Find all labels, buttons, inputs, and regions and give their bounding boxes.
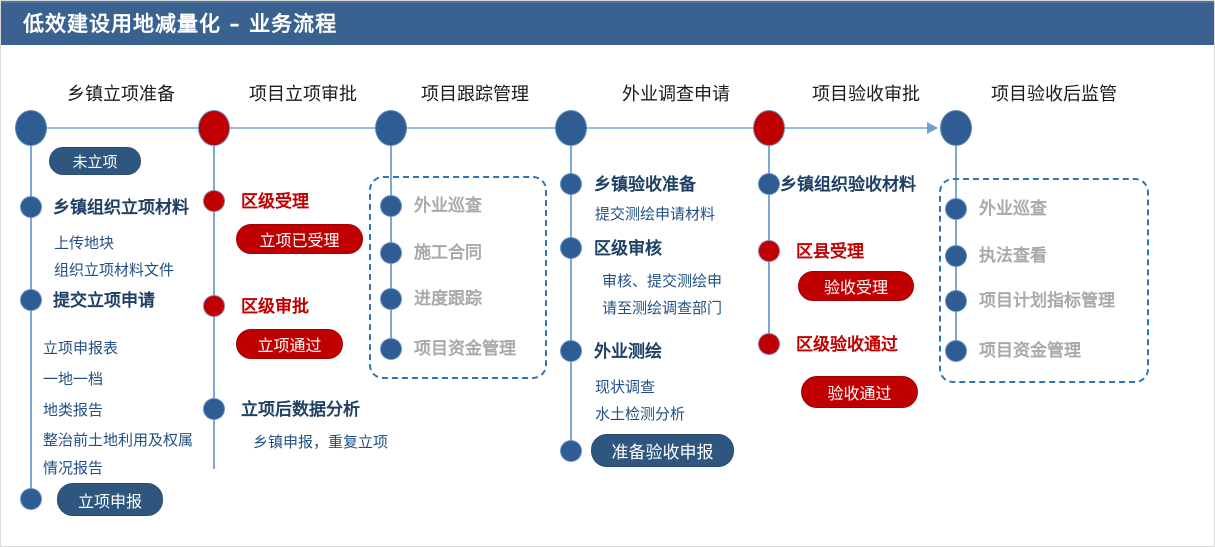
- stage4-milestone-dot: [555, 110, 587, 146]
- status-badge-not-initiated: 未立项: [49, 147, 141, 175]
- node-dot: [560, 340, 582, 362]
- page-title: 低效建设用地减量化 – 业务流程: [23, 12, 338, 36]
- badge-acceptance-received: 验收受理: [798, 271, 914, 301]
- stage-label-1: 乡镇立项准备: [67, 84, 175, 105]
- sub-item: 审核、提交测绘申: [602, 272, 723, 290]
- timeline-arrow-icon: [927, 122, 938, 134]
- sub-item: 地类报告: [43, 401, 104, 419]
- stage-label-2: 项目立项审批: [249, 84, 357, 105]
- node-title-district-review: 区级审核: [594, 239, 662, 259]
- stage-label-6: 项目验收后监管: [991, 84, 1117, 105]
- stage-label-5: 项目验收审批: [812, 84, 920, 105]
- node-dot: [380, 242, 402, 264]
- sub-item: 整治前土地利用及权属: [43, 431, 194, 449]
- node-dot: [380, 288, 402, 310]
- stage-label-3: 项目跟踪管理: [421, 84, 529, 105]
- header-bar: 低效建设用地减量化 – 业务流程: [1, 1, 1214, 45]
- node-dot: [945, 290, 967, 312]
- sub-item: 一地一档: [43, 370, 104, 388]
- inactive-item: 项目资金管理: [414, 339, 516, 359]
- node-title-district-acceptance: 区级受理: [241, 192, 309, 212]
- sub-item: 组织立项材料文件: [54, 261, 175, 279]
- inactive-item: 执法查看: [979, 246, 1047, 266]
- sub-item: 现状调查: [595, 378, 656, 396]
- node-dot: [203, 190, 225, 212]
- stage-label-4: 外业调查申请: [622, 84, 730, 105]
- inactive-item: 项目资金管理: [979, 341, 1081, 361]
- stage2-milestone-dot: [198, 110, 230, 146]
- stage6-milestone-dot: [940, 110, 972, 146]
- node-dot: [945, 245, 967, 267]
- node-dot: [560, 237, 582, 259]
- node-title-post-approval-analysis: 立项后数据分析: [241, 400, 360, 420]
- post-acceptance-supervision-box: [939, 178, 1149, 383]
- sub-item: 请至测绘调查部门: [602, 299, 723, 317]
- sub-item: 立项申报表: [43, 339, 119, 357]
- node-title-organize-materials: 乡镇组织立项材料: [53, 198, 189, 218]
- sub-item: 提交测绘申请材料: [595, 205, 716, 223]
- sub-item: 上传地块: [54, 234, 115, 252]
- node-dot: [203, 295, 225, 317]
- node-title-submit-application: 提交立项申请: [53, 291, 155, 311]
- node-title-acceptance-preparation: 乡镇验收准备: [594, 175, 696, 195]
- stage4-vertical-line: [570, 146, 572, 451]
- node-dot: [20, 289, 42, 311]
- node-dot: [945, 198, 967, 220]
- node-title-field-surveying: 外业测绘: [594, 342, 662, 362]
- node-dot: [20, 196, 42, 218]
- tracking-management-box: [369, 176, 547, 379]
- stage5-milestone-dot: [753, 110, 785, 146]
- badge-prepare-acceptance-declaration: 准备验收申报: [591, 434, 734, 467]
- stage1-vertical-line: [30, 146, 32, 499]
- badge-approval-passed: 立项通过: [236, 329, 343, 359]
- node-dot: [560, 440, 582, 462]
- inactive-item: 外业巡查: [414, 196, 482, 216]
- node-title-county-acceptance: 区县受理: [796, 242, 864, 262]
- node-dot: [20, 488, 42, 510]
- node-dot: [380, 195, 402, 217]
- badge-project-declaration: 立项申报: [57, 483, 163, 516]
- inactive-item: 项目计划指标管理: [979, 291, 1115, 311]
- stage1-milestone-dot: [15, 110, 47, 146]
- sub-item: 水土检测分析: [595, 405, 686, 423]
- badge-acceptance-passed: 验收通过: [801, 376, 918, 408]
- node-dot: [945, 340, 967, 362]
- inactive-item: 外业巡查: [979, 199, 1047, 219]
- sub-item: 乡镇申报，重复立项: [253, 433, 389, 451]
- node-title-organize-acceptance-materials: 乡镇组织验收材料: [780, 175, 916, 195]
- node-title-district-acceptance-passed: 区级验收通过: [796, 335, 898, 355]
- node-dot: [758, 240, 780, 262]
- node-title-district-approval: 区级审批: [241, 297, 309, 317]
- timeline-line: [31, 127, 931, 129]
- node-dot: [560, 173, 582, 195]
- node-dot: [758, 333, 780, 355]
- inactive-item: 施工合同: [414, 243, 482, 263]
- node-dot: [380, 338, 402, 360]
- stage3-milestone-dot: [375, 110, 407, 146]
- inactive-item: 进度跟踪: [414, 289, 482, 309]
- badge-application-accepted: 立项已受理: [236, 224, 363, 254]
- node-dot: [203, 398, 225, 420]
- sub-item: 情况报告: [43, 459, 104, 477]
- node-dot: [758, 173, 780, 195]
